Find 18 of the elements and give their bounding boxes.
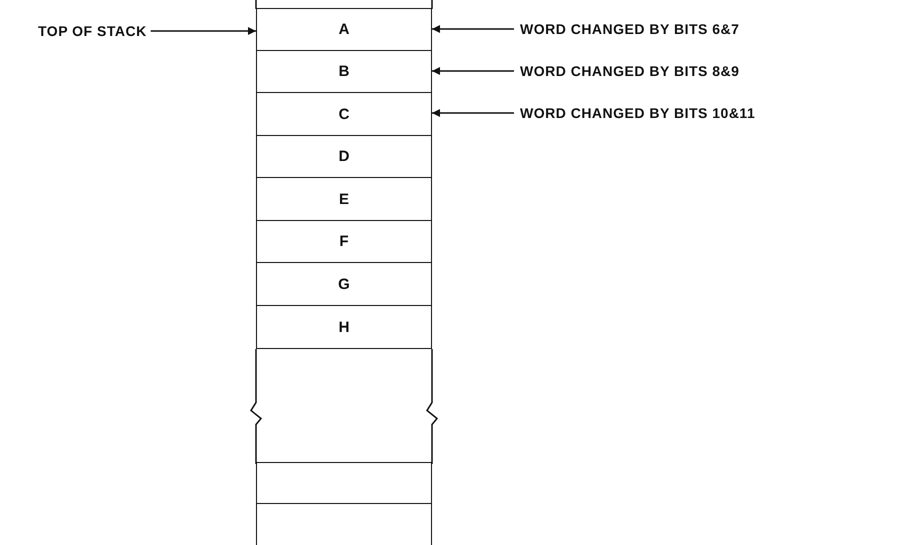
stack-cell: G bbox=[256, 262, 432, 306]
stack-cell: E bbox=[256, 177, 432, 221]
arrow bbox=[150, 27, 256, 35]
arrow bbox=[432, 25, 514, 33]
stack-cell: F bbox=[256, 220, 432, 263]
empty-stack-cell bbox=[256, 462, 432, 504]
arrow bbox=[432, 67, 514, 75]
annotation-label: TOP OF STACK bbox=[38, 22, 203, 40]
stack-cell: A bbox=[256, 8, 432, 51]
annotation-label: WORD CHANGED BY BITS 10&11 bbox=[520, 104, 840, 122]
empty-stack-cell bbox=[256, 503, 432, 545]
stack-cell: H bbox=[256, 305, 432, 349]
annotation-label: WORD CHANGED BY BITS 6&7 bbox=[520, 20, 820, 38]
annotation-label: WORD CHANGED BY BITS 8&9 bbox=[520, 62, 820, 80]
arrow bbox=[432, 109, 514, 117]
stack-cell: B bbox=[256, 50, 432, 93]
stack-cell: C bbox=[256, 92, 432, 136]
stack-cell: D bbox=[256, 135, 432, 178]
